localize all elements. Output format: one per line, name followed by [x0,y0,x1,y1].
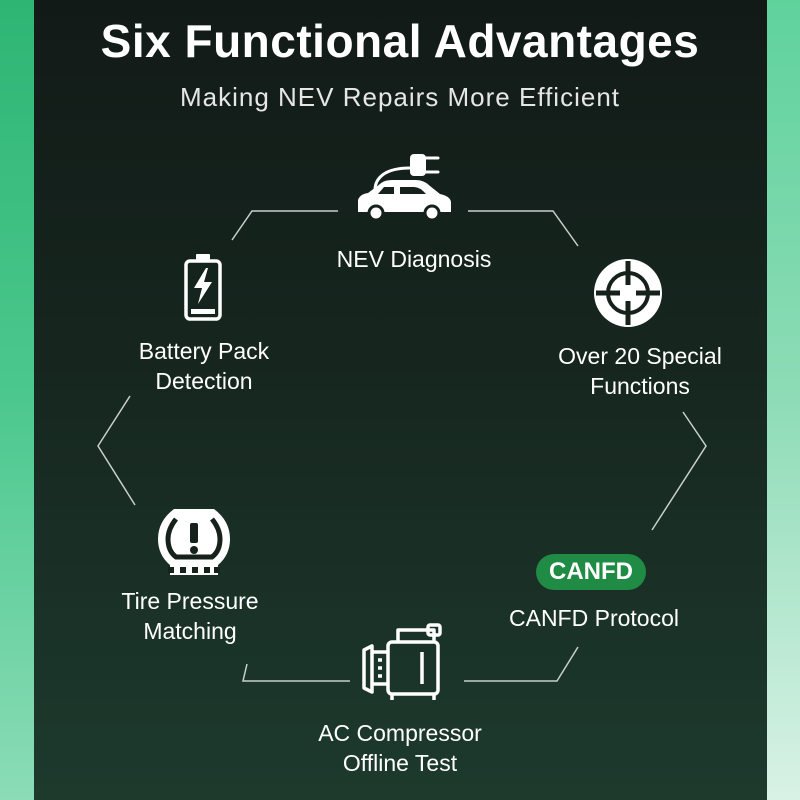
ev-car-plug-icon [358,154,451,222]
main-panel [34,0,767,800]
special-functions-label: Over 20 Special Functions [530,341,750,401]
left-green-border [0,0,34,800]
page-subtitle: Making NEV Repairs More Efficient [179,82,620,112]
nev-diagnosis-label: NEV Diagnosis [336,246,492,272]
special-functions-line2: Functions [590,373,690,399]
battery-icon [184,254,222,321]
ac-compressor-line1: AC Compressor [318,720,482,746]
tire-pressure-line1: Tire Pressure [121,588,259,614]
tire-pressure-line2: Matching [143,618,237,644]
special-functions-line1: Over 20 Special [558,343,722,369]
battery-pack-label: Battery Pack Detection [94,336,314,396]
tpms-icon [158,509,230,575]
battery-pack-line2: Detection [155,368,253,394]
canfd-protocol-label: CANFD Protocol [509,605,679,631]
ac-compressor-label: AC Compressor Offline Test [290,718,510,778]
crosshair-icon [594,259,662,327]
compressor-icon [362,623,442,700]
right-green-border [767,0,800,800]
page-title: Six Functional Advantages [100,15,700,67]
ac-compressor-line2: Offline Test [342,750,458,776]
tire-pressure-label: Tire Pressure Matching [80,586,300,646]
battery-pack-line1: Battery Pack [138,338,270,364]
canfd-badge: CANFD [536,554,646,590]
